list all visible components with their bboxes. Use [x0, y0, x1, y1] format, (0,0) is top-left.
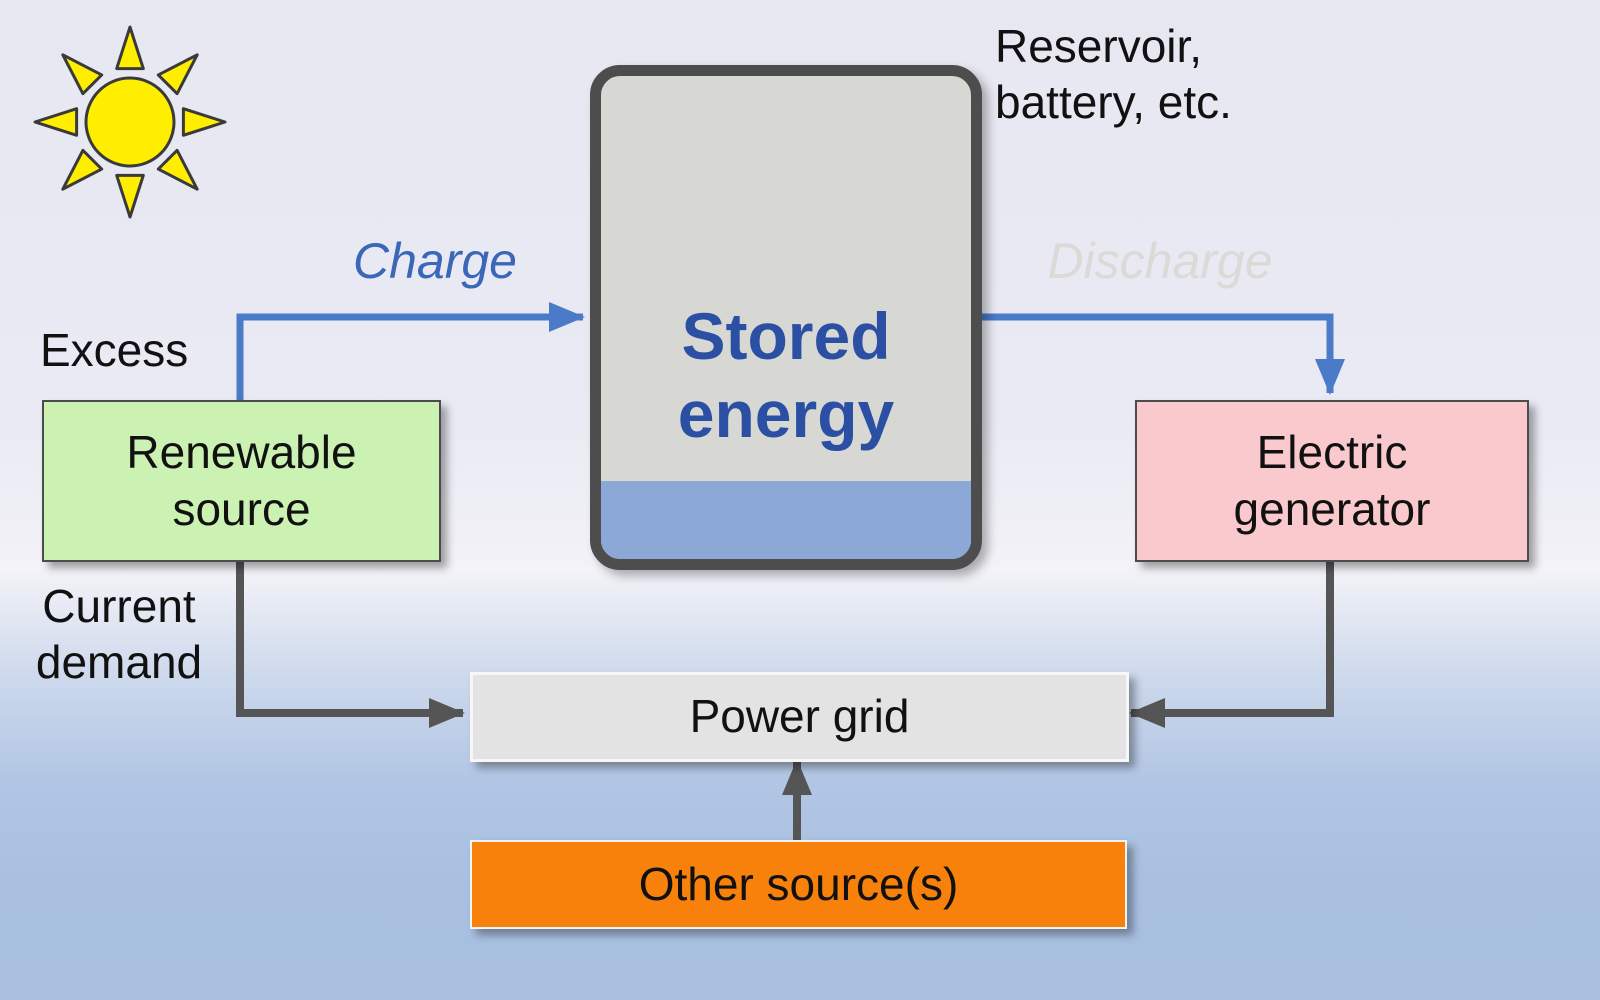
discharge-arrow [982, 313, 1345, 395]
storage-level-indicator [601, 481, 971, 559]
generator-to-grid-arrow [1129, 556, 1334, 728]
other-sources-box: Other source(s) [470, 840, 1127, 929]
charge-label: Charge [353, 233, 517, 289]
charge-arrow [236, 302, 585, 402]
discharge-label: Discharge [1047, 233, 1273, 289]
reservoir-note: Reservoir, battery, etc. [995, 20, 1232, 129]
electric-generator-box: Electric generator [1135, 400, 1529, 562]
renewable-source-box: Renewable source [42, 400, 441, 562]
stored-energy-label: Stored energy [677, 299, 895, 452]
stored-energy-container: Stored energy [590, 65, 982, 570]
excess-label: Excess [40, 324, 189, 376]
power-grid-box: Power grid [470, 672, 1129, 762]
current-demand-arrow [236, 556, 465, 728]
current-demand-label: Current demand [35, 580, 203, 689]
sun-icon [33, 25, 227, 219]
